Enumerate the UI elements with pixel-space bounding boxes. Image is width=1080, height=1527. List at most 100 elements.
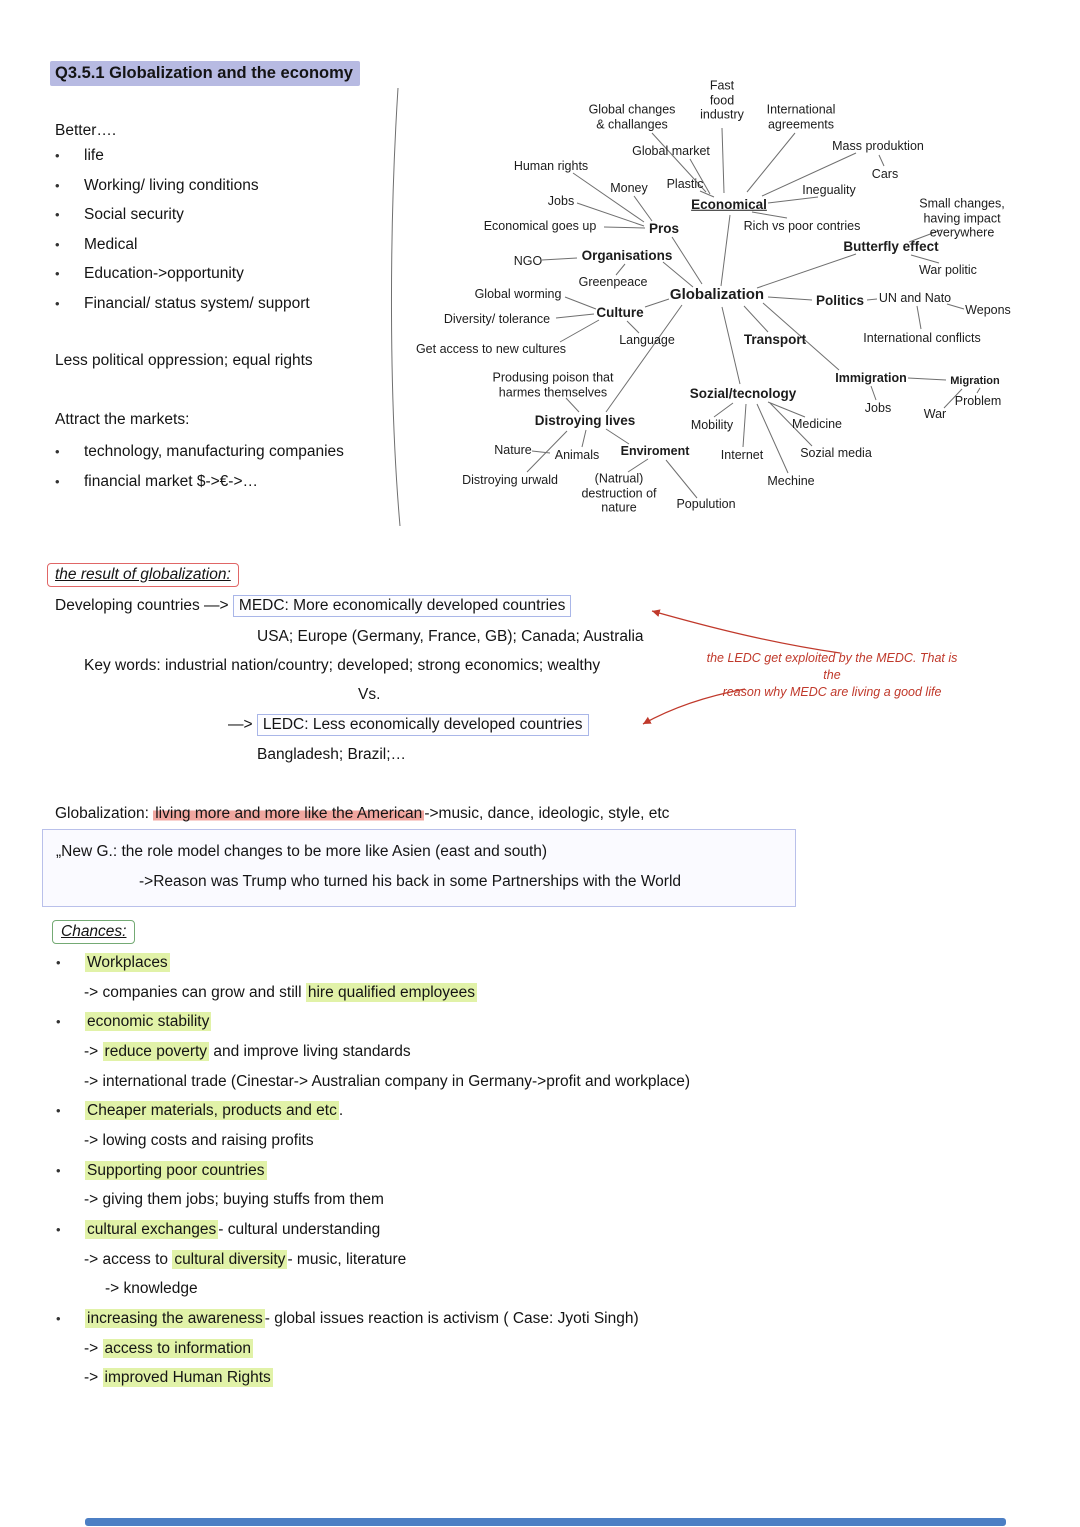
chances-subitem: -> companies can grow and still hire qua…	[84, 982, 477, 1002]
mindmap-node-money: Money	[610, 180, 648, 195]
mindmap-node-human-rights: Human rights	[513, 158, 589, 173]
result-keywords: Key words: industrial nation/country; de…	[84, 657, 601, 674]
mindmap-node-transport: Transport	[743, 331, 807, 347]
mindmap-node-small-changes: Small changes, having impact everywhere	[919, 196, 1005, 240]
mindmap-node-nature: Nature	[494, 442, 532, 457]
mindmap-node-fast-food: Fast food industry	[700, 78, 744, 122]
chances-subitem: -> reduce poverty and improve living sta…	[84, 1041, 411, 1061]
chances-subitem: -> access to cultural diversity- music, …	[84, 1249, 407, 1269]
chances-subitem: -> giving them jobs; buying stuffs from …	[84, 1191, 384, 1209]
chances-item: increasing the awareness- global issues …	[52, 1304, 1012, 1334]
chances-item: Supporting poor countries	[52, 1156, 1012, 1186]
mindmap-node-organisations: Organisations	[581, 247, 673, 263]
mindmap-node-rich-vs-poor: Rich vs poor contries	[743, 218, 861, 233]
mindmap-node-access-new-cultures: Get access to new cultures	[415, 341, 567, 356]
mindmap-node-cars: Cars	[871, 166, 899, 181]
result-line-medc: Developing countries —> MEDC: More econo…	[55, 595, 572, 617]
list-item: Social security	[51, 200, 411, 230]
new-globalization-box: „New G.: the role model changes to be mo…	[42, 829, 796, 907]
mindmap-node-animals: Animals	[554, 447, 600, 462]
mindmap-node-greenpeace: Greenpeace	[578, 274, 648, 289]
markets-list: technology, manufacturing companies fina…	[51, 437, 431, 496]
mindmap-node-ngo: NGO	[513, 253, 543, 268]
page-title: Q3.5.1 Globalization and the economy	[50, 61, 360, 86]
mindmap-node-mechine: Mechine	[767, 473, 815, 488]
list-item: Education->opportunity	[51, 259, 411, 289]
mindmap-node-jobs-top: Jobs	[547, 193, 575, 208]
mindmap-node-sozial-tecnology: Sozial/tecnology	[689, 385, 797, 401]
list-item: Working/ living conditions	[51, 171, 411, 201]
better-heading: Better….	[55, 122, 117, 139]
mindmap-node-pros: Pros	[648, 220, 680, 236]
globdef-pre: Globalization:	[55, 805, 154, 822]
mindmap-node-immigration: Immigration	[835, 370, 907, 385]
mindmap-node-medicine: Medicine	[791, 416, 843, 431]
mindmap-node-produsing-poison: Produsing poison that harmes themselves	[492, 370, 614, 400]
mindmap-node-language: Language	[619, 332, 675, 347]
next-page-edge-bar	[85, 1518, 1006, 1526]
mindmap-node-globalization: Globalization	[669, 285, 765, 303]
globdef-post: ->music, dance, ideologic, style, etc	[424, 805, 670, 822]
annotation-arrow-to-medc	[651, 609, 841, 654]
chances-item: Workplaces	[52, 948, 1012, 978]
mindmap-node-global-worming: Global worming	[474, 286, 562, 301]
chances-item: Cheaper materials, products and etc.	[52, 1096, 1012, 1126]
ledc-box: LEDC: Less economically developed countr…	[256, 714, 589, 736]
mindmap-node-diversity-tolerance: Diversity/ tolerance	[443, 311, 551, 326]
mindmap-node-sozial-media: Sozial media	[800, 445, 872, 460]
list-item: Financial/ status system/ support	[51, 289, 411, 319]
chances-subitem: -> lowing costs and raising profits	[84, 1131, 314, 1149]
globdef-highlight: living more and more like the American	[153, 805, 425, 822]
mindmap-node-economical-goes-up: Economical goes up	[483, 218, 597, 233]
mindmap-node-distroying-lives: Distroying lives	[534, 412, 636, 428]
chances-subitem: -> access to information	[84, 1338, 253, 1358]
mindmap-node-wepons: Wepons	[965, 302, 1011, 317]
result-vs: Vs.	[358, 686, 381, 703]
chances-list: Workplaces -> companies can grow and sti…	[52, 948, 1012, 1393]
mindmap-node-mobility: Mobility	[690, 417, 734, 432]
list-item: life	[51, 141, 411, 171]
mindmap-node-butterfly-effect: Butterfly effect	[843, 238, 939, 254]
mindmap-node-politics: Politics	[815, 292, 865, 308]
mindmap-node-jobs-right: Jobs	[864, 400, 892, 415]
chances-subitem: -> knowledge	[105, 1280, 198, 1298]
mindmap-node-ineguality: Ineguality	[802, 182, 856, 197]
chances-subitem: -> improved Human Rights	[84, 1368, 273, 1388]
mindmap-node-problem: Problem	[954, 393, 1002, 408]
mindmap-node-war-right: War	[923, 406, 947, 421]
chances-item: cultural exchanges- cultural understandi…	[52, 1215, 1012, 1245]
mindmap-node-international-conflicts: International conflicts	[863, 330, 981, 345]
newg-line1: „New G.: the role model changes to be mo…	[56, 843, 548, 860]
mindmap-node-internet: Internet	[720, 447, 764, 462]
result-line-ledc: —> LEDC: Less economically developed cou…	[228, 714, 589, 736]
mindmap-node-international-agreements: International agreements	[766, 102, 836, 132]
list-item: technology, manufacturing companies	[51, 437, 431, 467]
chances-heading: Chances:	[52, 920, 136, 944]
globalization-definition: Globalization: living more and more like…	[55, 805, 669, 823]
mindmap-node-economical: Economical	[691, 196, 767, 212]
mindmap-node-distroying-urwald: Distroying urwald	[462, 472, 558, 487]
handwritten-annotation: the LEDC get exploited by the MEDC. That…	[706, 651, 958, 699]
markets-heading: Attract the markets:	[55, 411, 190, 428]
mindmap-node-natural-destruction: (Natrual) destruction of nature	[581, 471, 657, 515]
mindmap-node-global-market: Global market	[632, 143, 710, 158]
mindmap-node-migration: Migration	[950, 374, 1000, 387]
mindmap-node-war-politic: War politic	[919, 262, 977, 277]
mindmap-node-global-changes: Global changes & challanges	[588, 102, 676, 132]
mindmap-node-plastic: Plastic	[666, 176, 704, 191]
result-line1-pre: Developing countries —>	[55, 597, 233, 614]
medc-box: MEDC: More economically developed countr…	[232, 595, 572, 617]
list-item: financial market $->€->…	[51, 467, 431, 497]
mindmap-node-culture: Culture	[596, 304, 644, 320]
newg-line2: ->Reason was Trump who turned his back i…	[139, 873, 682, 890]
chances-item: economic stability	[52, 1007, 1012, 1037]
mindmap-node-mass-produktion: Mass produktion	[832, 138, 924, 153]
mindmap-node-populution: Populution	[676, 496, 736, 511]
result-ledc-examples: Bangladesh; Brazil;…	[257, 746, 407, 763]
less-oppression-note: Less political oppression; equal rights	[55, 352, 313, 369]
better-list: life Working/ living conditions Social s…	[51, 141, 411, 319]
result-heading: the result of globalization:	[47, 563, 239, 587]
mindmap-node-enviroment: Enviroment	[620, 443, 690, 458]
result-medc-examples: USA; Europe (Germany, France, GB); Canad…	[257, 628, 644, 645]
list-item: Medical	[51, 230, 411, 260]
